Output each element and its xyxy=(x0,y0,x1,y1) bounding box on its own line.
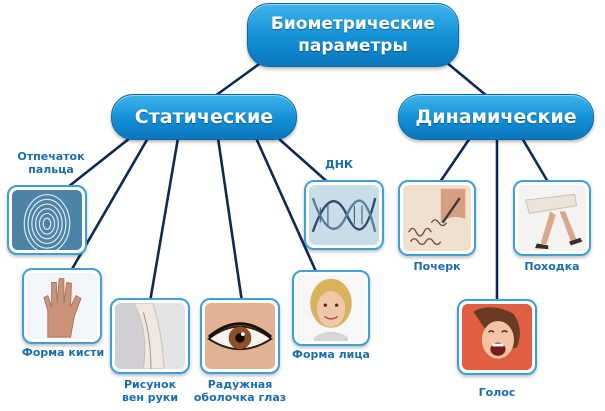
dynamic-node: Динамические xyxy=(398,94,594,140)
dna-label-text: ДНК xyxy=(325,158,353,171)
voice-tile xyxy=(457,299,537,375)
connector-static-fingerprint xyxy=(66,136,132,189)
veins-label: Рисунок вен руки xyxy=(108,378,192,404)
hand-label-text: Форма кисти xyxy=(21,346,105,359)
handwriting-image xyxy=(403,185,471,251)
eye-image xyxy=(205,303,275,369)
voice-label-text: Голос xyxy=(478,386,516,399)
dna-tile xyxy=(304,180,384,250)
dna-image xyxy=(309,185,379,245)
fingerprint-image xyxy=(12,190,82,250)
connector-root-dynamic xyxy=(444,60,489,98)
root-node: Биометрические параметры xyxy=(247,3,459,67)
face-label-text: Форма лица xyxy=(292,348,370,361)
gait-tile xyxy=(513,180,591,256)
root-node-line1: Биометрические xyxy=(270,14,436,34)
iris-label-line1: Радужная xyxy=(207,378,273,391)
hand-image xyxy=(27,273,97,339)
fingerprint-tile xyxy=(7,185,87,255)
veins-label-line1: Рисунок xyxy=(123,378,177,391)
connector-static-dna xyxy=(276,136,334,188)
veins-label-line2: вен руки xyxy=(121,391,179,404)
dynamic-node-label: Динамические xyxy=(415,106,577,128)
static-node-label: Статические xyxy=(134,106,274,128)
veins-image xyxy=(115,303,185,369)
static-node: Статические xyxy=(111,94,297,140)
connector-dynamic-gait xyxy=(520,136,550,184)
iris-label-line2: оболочка глаз xyxy=(193,391,287,404)
connector-static-face xyxy=(254,136,320,278)
voice-image xyxy=(462,304,532,370)
gait-label: Походка xyxy=(514,260,590,273)
dna-label: ДНК xyxy=(314,158,364,171)
veins-tile xyxy=(110,298,190,374)
gait-image xyxy=(518,185,586,251)
fingerprint-label: Отпечаток пальца xyxy=(6,150,96,176)
handwriting-tile xyxy=(398,180,476,256)
fingerprint-label-line1: Отпечаток xyxy=(17,150,85,163)
connector-static-veins xyxy=(148,136,180,304)
face-label: Форма лица xyxy=(286,348,376,361)
hand-tile xyxy=(22,268,102,344)
connector-root-static xyxy=(213,60,264,98)
handwriting-label-text: Почерк xyxy=(413,260,461,273)
face-image xyxy=(297,275,365,341)
connector-dynamic-handwriting xyxy=(438,136,472,184)
iris-tile xyxy=(200,298,280,374)
hand-label: Форма кисти xyxy=(18,346,108,359)
connector-static-iris xyxy=(216,136,244,304)
iris-label: Радужная оболочка глаз xyxy=(192,378,288,404)
face-tile xyxy=(292,270,370,346)
voice-label: Голос xyxy=(462,386,532,399)
fingerprint-label-line2: пальца xyxy=(28,163,74,176)
gait-label-text: Походка xyxy=(524,260,580,273)
handwriting-label: Почерк xyxy=(400,260,474,273)
root-node-line2: параметры xyxy=(298,36,408,56)
